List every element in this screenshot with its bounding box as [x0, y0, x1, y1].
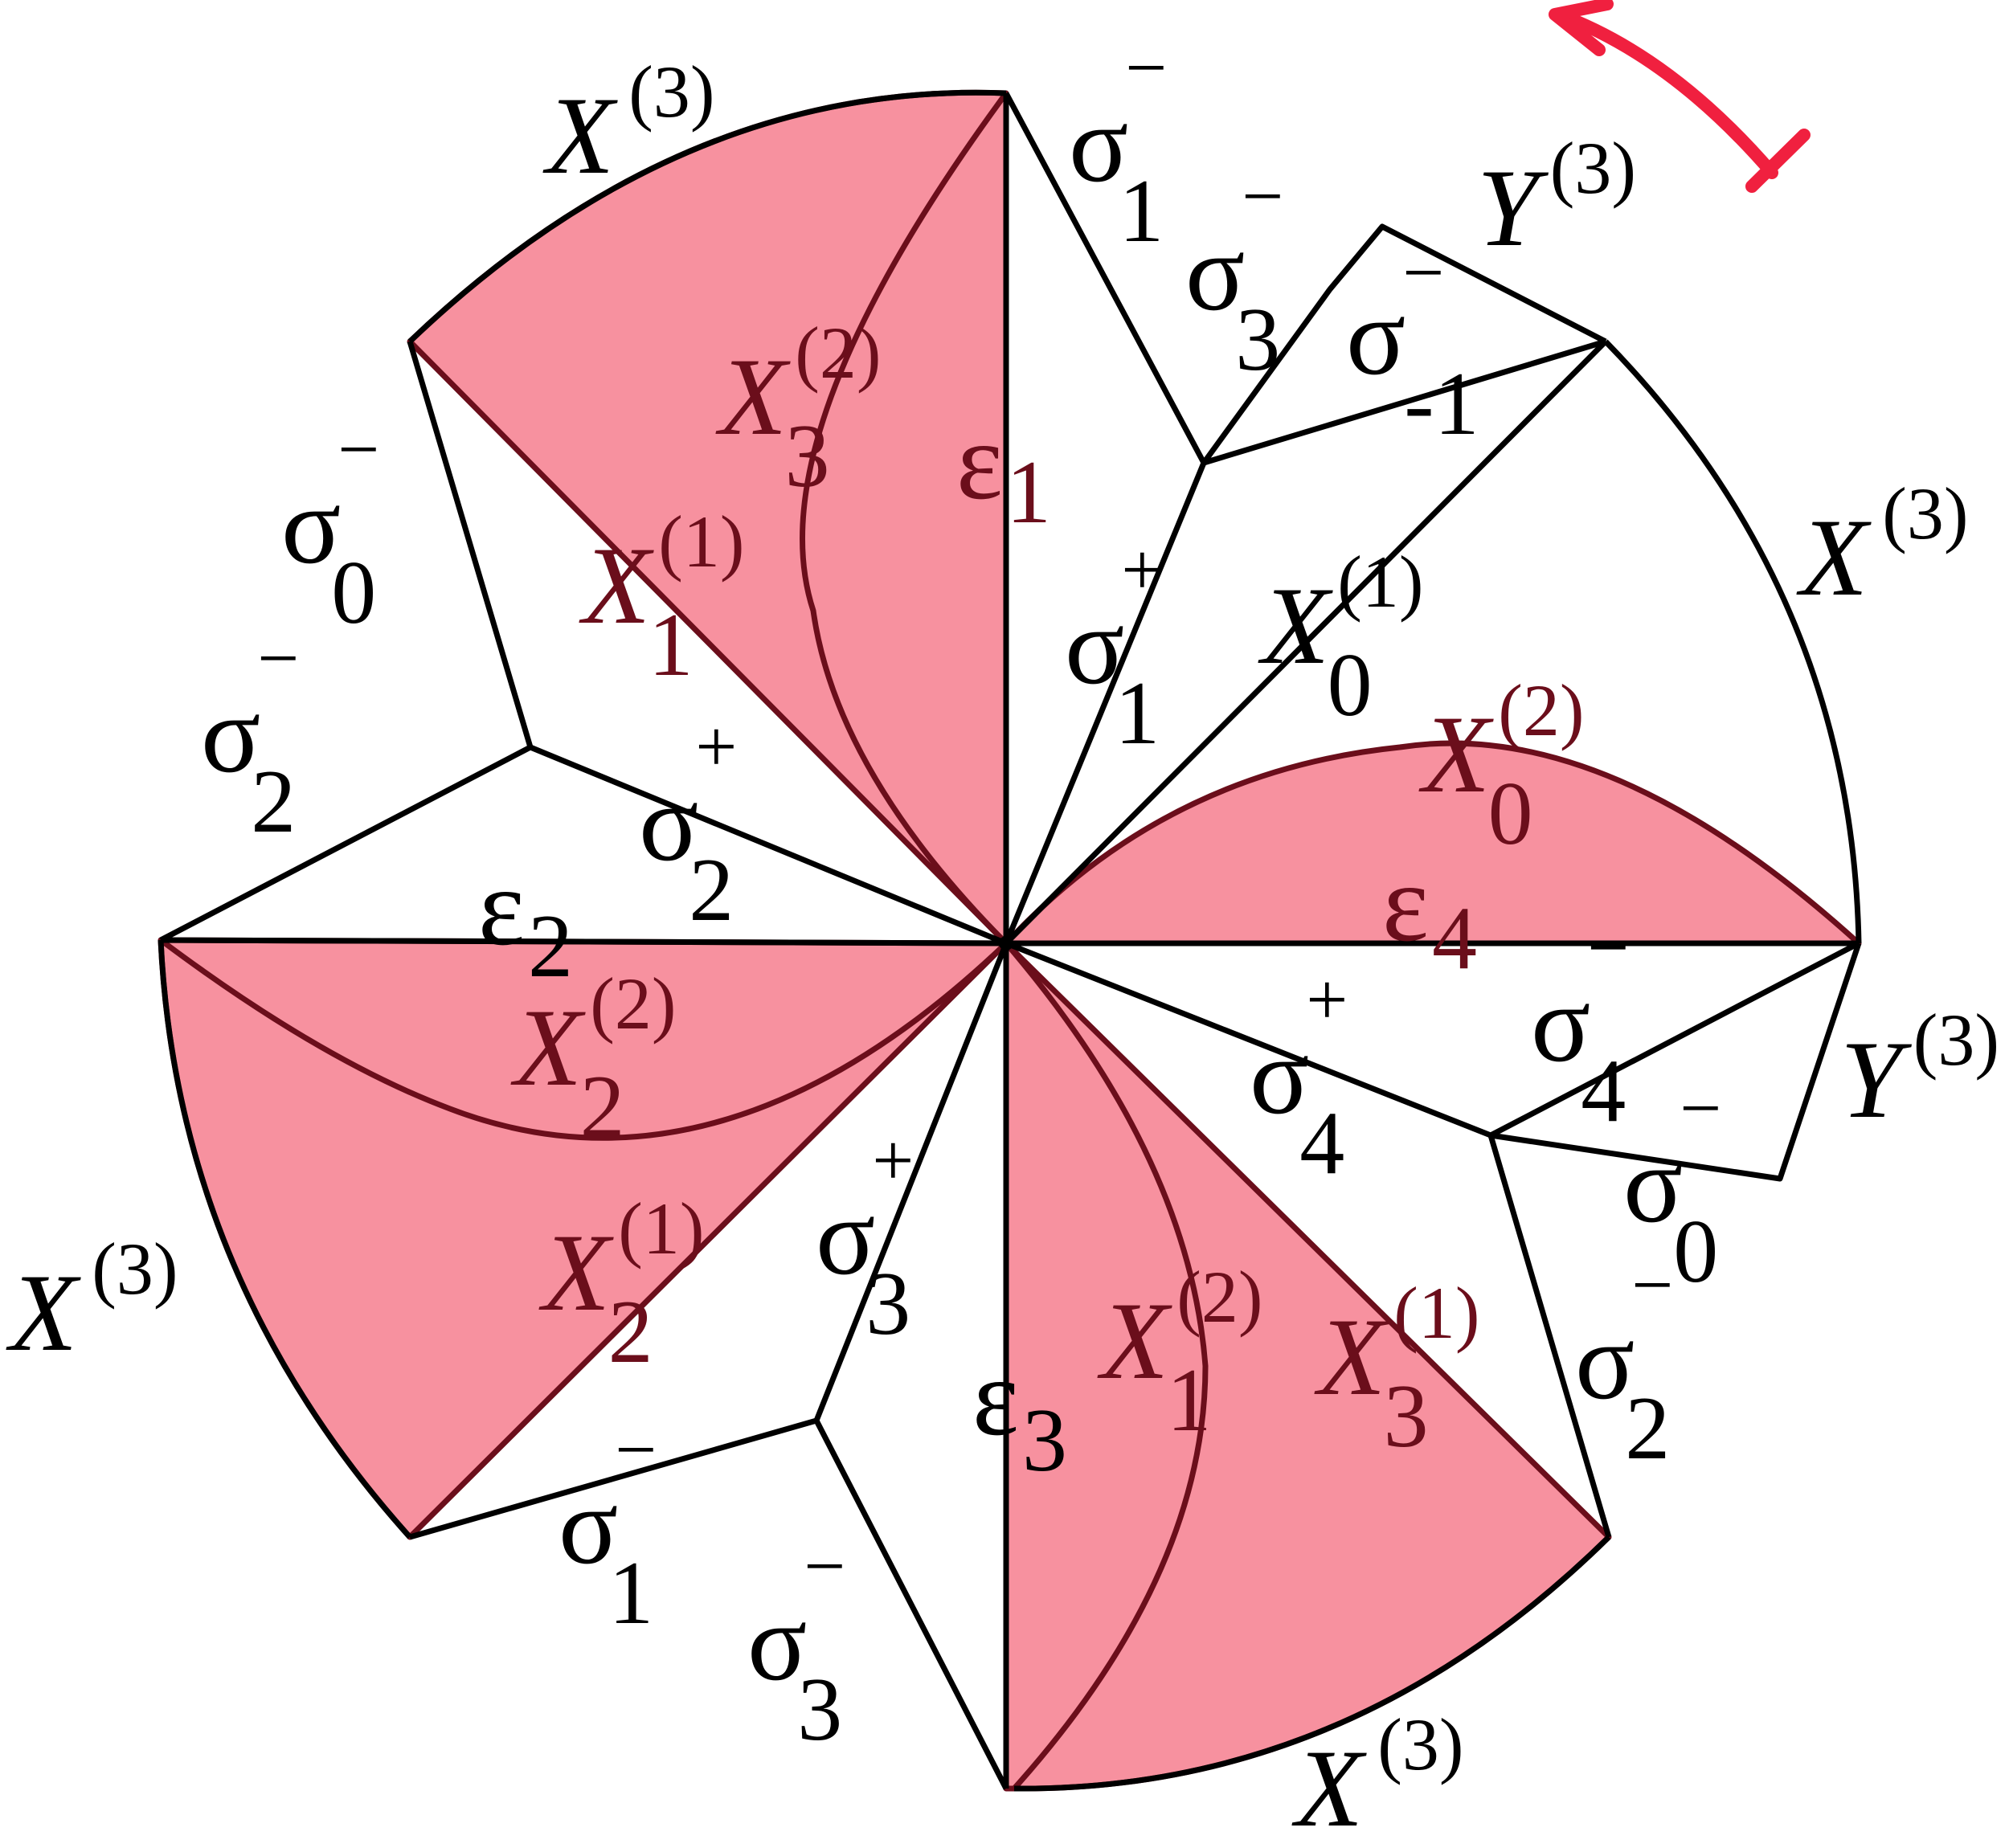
label-sigma2-minus-left: σ−2	[201, 617, 299, 852]
label-sigma2-minus-right: σ−2	[1575, 1244, 1673, 1478]
label-eps2: ε2	[478, 845, 573, 996]
edge-center-sigma2plus	[529, 744, 1008, 946]
label-x3-top: X(3)	[542, 51, 715, 197]
edge-left-arc	[158, 939, 412, 1539]
edge-y3-right	[1490, 942, 1862, 1182]
label-sigma4-minus: σ−4	[1531, 906, 1629, 1141]
labels: X(3) X(3) X(3) X(3) Y(3) Y(3) σ−1 σ−3 σ−…	[6, 27, 1999, 1848]
curve-x2-2	[158, 938, 1009, 1141]
label-sigma1-minus-bottom: σ−1	[559, 1408, 657, 1643]
label-sigma3-plus: σ+3	[816, 1119, 914, 1354]
edge-center-left	[160, 937, 1007, 946]
label-sigma3-minus-top: σ−3	[1185, 155, 1283, 390]
edges	[158, 89, 1862, 1792]
label-x3-left: X(3)	[6, 1228, 178, 1374]
curve-x3-2	[800, 91, 1009, 946]
label-y3-right: Y(3)	[1840, 999, 1999, 1141]
label-x0-2: X(2)0	[1418, 669, 1585, 864]
label-sigma0-minus-right: σ−0	[1623, 1067, 1721, 1302]
label-eps4: ε4	[1382, 841, 1477, 988]
edge-center-sigma3plus	[813, 942, 1009, 1422]
edge-top-arc	[407, 89, 1007, 344]
label-x1-2: X(2)1	[1097, 1256, 1263, 1450]
label-sigma2-plus: σ+2	[639, 705, 737, 940]
edge-bottom-chain	[409, 1417, 1009, 1790]
label-sigma4-plus: σ+4	[1250, 959, 1348, 1193]
edge-y3-top	[1201, 223, 1607, 465]
edge-left-chain	[159, 341, 534, 943]
center-vertex	[999, 936, 1013, 951]
edge-bottom-arc	[1013, 1535, 1611, 1792]
label-sigma3-minus-bottom: σ−3	[747, 1525, 845, 1760]
edge-center-sigma1plus	[1003, 461, 1207, 945]
label-x3-1: X(1)3	[1314, 1272, 1480, 1466]
label-x2-2: X(2)2	[510, 963, 677, 1157]
label-x2-1: X(1)2	[538, 1188, 705, 1382]
curve-x1-2	[1004, 941, 1209, 1791]
label-x0-1: X(1)0	[1258, 541, 1424, 735]
label-sigma1-plus: σ+1	[1065, 529, 1163, 763]
edge-right-arc	[1603, 339, 1862, 944]
shaded-regions	[158, 89, 1862, 1792]
shaded-labels: X(2)0 X(2)3 X(1)1 X(2)2 X(1)2 X(2)1 X(1)…	[510, 312, 1585, 1466]
rotation-arrow-icon	[1549, 0, 1811, 193]
label-x1-1: X(1)1	[579, 501, 745, 695]
inner-curves	[158, 91, 1209, 1791]
label-x3-2: X(2)3	[715, 312, 882, 506]
label-eps1: ε1	[956, 399, 1051, 542]
label-sigma-m1-minus: σ−-1	[1346, 231, 1479, 454]
label-sigma1-minus-top: σ−1	[1069, 27, 1167, 261]
label-y3-top: Y(3)	[1477, 127, 1636, 269]
label-sigma0-minus-left: σ−0	[281, 408, 379, 643]
region-right	[1003, 740, 1862, 946]
label-eps3: ε3	[972, 1335, 1067, 1490]
label-x3-bottom: X(3)	[1291, 1703, 1464, 1848]
edge-center-sigma4plus	[1004, 940, 1492, 1139]
label-x3-right: X(3)	[1796, 472, 1969, 619]
edge-center-ne	[1004, 339, 1608, 946]
